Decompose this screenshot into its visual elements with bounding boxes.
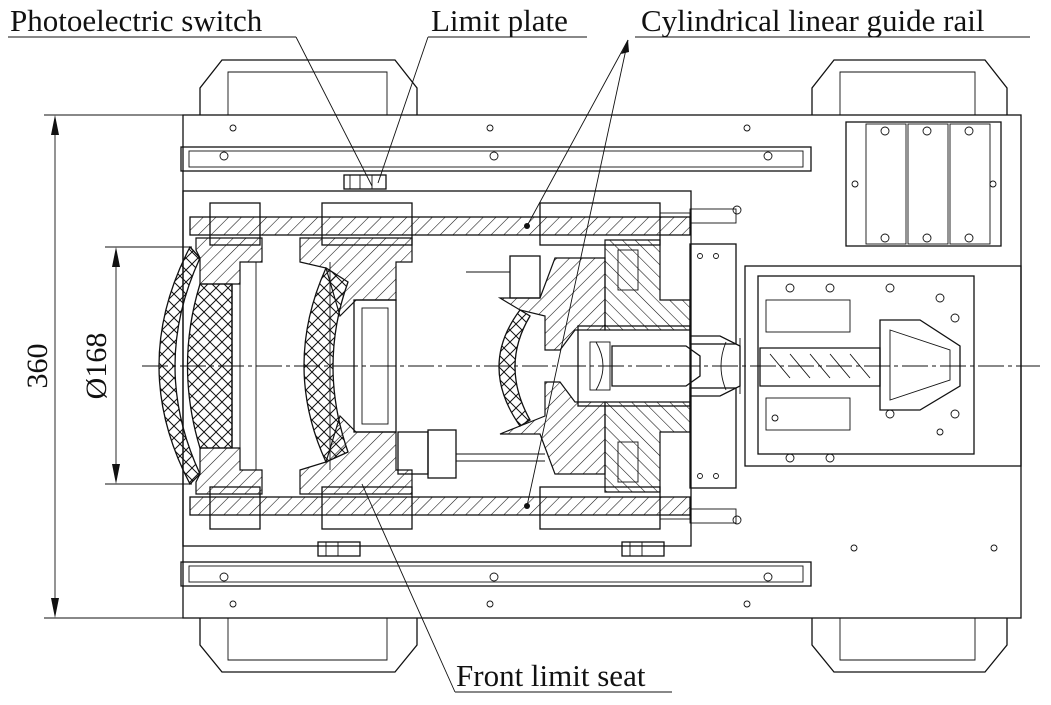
mounting-holes [219,124,998,608]
right-top-wheel [811,59,1008,115]
callout-leaders [8,36,1030,693]
photoelectric-switch-label: Photoelectric switch [10,3,263,38]
third-lens [498,309,531,427]
limit-plate-label: Limit plate [431,3,568,38]
guide-rail-label: Cylindrical linear guide rail [641,3,984,38]
battery-pack [845,121,1002,247]
barrel [577,325,691,407]
dimension-168-text: Ø168 [80,333,113,400]
dimension-360-text: 360 [21,344,54,389]
optical-frame [158,190,742,547]
dimension-360 [44,114,183,619]
switch-parts [317,174,665,557]
left-top-wheel [199,59,418,115]
left-bottom-wheel [199,618,418,673]
front-limit-seat-label: Front limit seat [456,658,646,693]
front-lens [158,245,201,486]
dimension-168 [105,246,192,485]
right-bottom-wheel [811,618,1008,673]
